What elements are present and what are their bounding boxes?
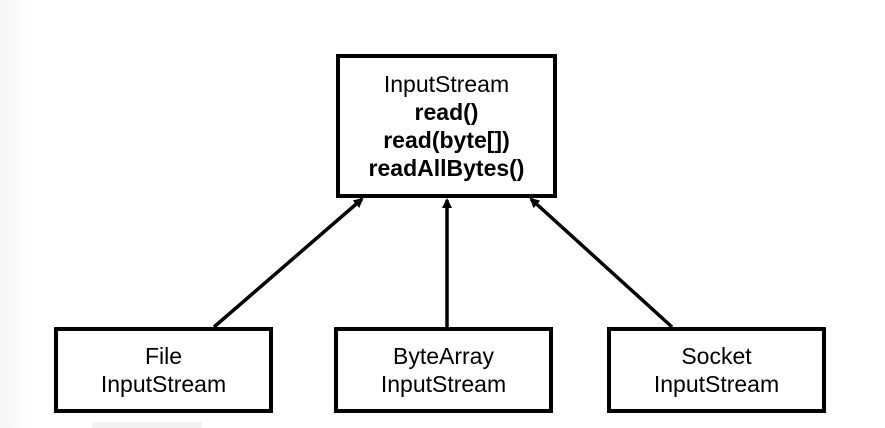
socket-inputstream-box: Socket InputStream — [607, 327, 826, 413]
bottom-shade — [92, 422, 202, 428]
bytearray-inputstream-line2: InputStream — [380, 371, 507, 397]
bytearray-inputstream-box: ByteArray InputStream — [334, 327, 553, 413]
left-edge-shade — [0, 0, 34, 428]
arrow-socket-to-inputstream — [529, 197, 674, 329]
file-inputstream-line1: File — [144, 343, 183, 369]
socket-inputstream-line1: Socket — [681, 343, 752, 369]
file-inputstream-line2: InputStream — [100, 371, 227, 397]
bytearray-inputstream-line1: ByteArray — [393, 343, 494, 369]
arrow-file-to-inputstream — [212, 197, 364, 329]
inputstream-class-name: InputStream — [383, 71, 510, 97]
socket-inputstream-line2: InputStream — [653, 371, 780, 397]
inputstream-class-box: InputStream read() read(byte[]) readAllB… — [336, 54, 557, 198]
method-read-byte-array: read(byte[]) — [383, 127, 510, 153]
file-inputstream-box: File InputStream — [54, 327, 273, 413]
method-read-all-bytes: readAllBytes() — [368, 155, 525, 181]
method-read: read() — [414, 99, 479, 125]
